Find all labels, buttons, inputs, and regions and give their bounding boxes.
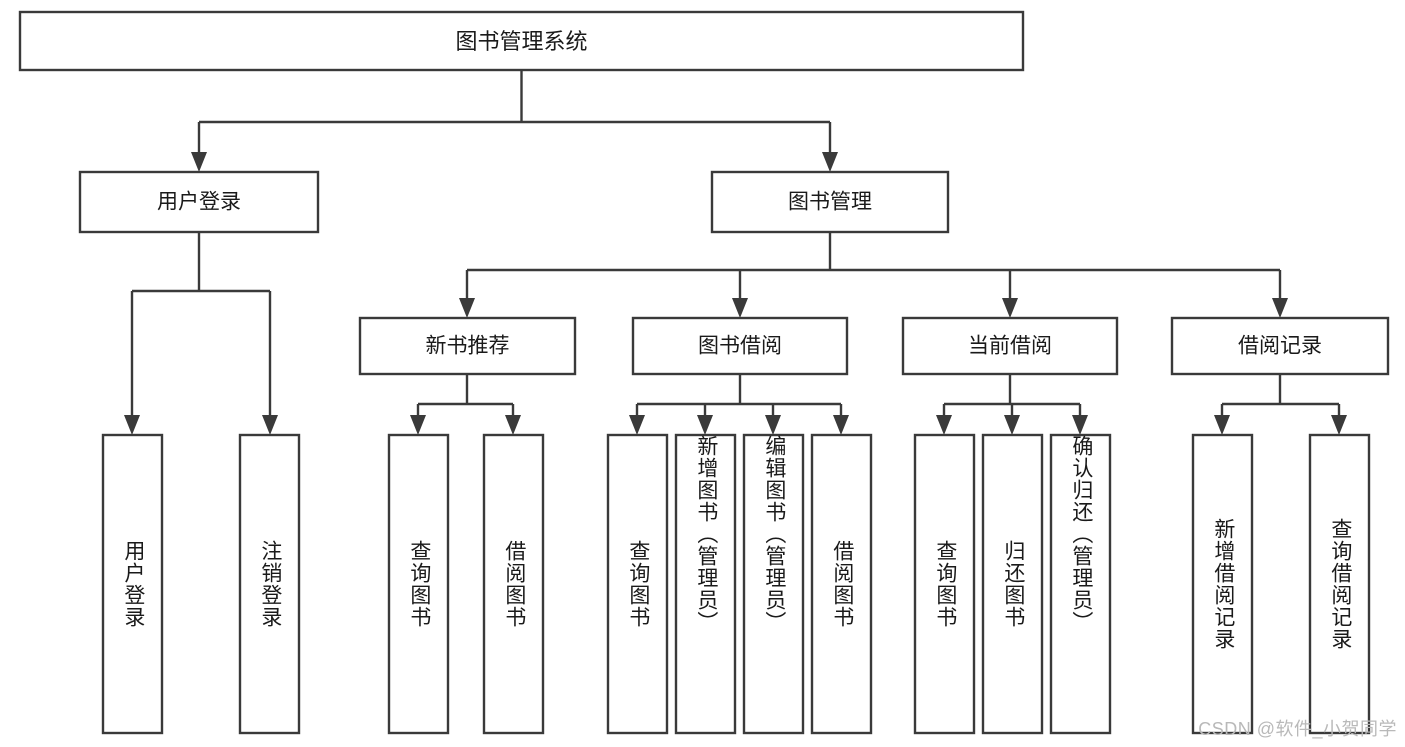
node-box-leaf-add-book-admin[interactable] bbox=[674, 433, 737, 735]
node-box-leaf-query-book-current[interactable] bbox=[913, 433, 976, 735]
node-book-management[interactable]: 图书管理 bbox=[710, 170, 950, 234]
node-label-root: 图书管理系统 bbox=[455, 29, 587, 54]
node-label-book-borrow: 图书借阅 bbox=[698, 335, 782, 358]
node-box-leaf-logout[interactable] bbox=[238, 433, 301, 735]
connector-group-user-login bbox=[124, 232, 278, 435]
arrowhead-leaf-return-book bbox=[1004, 415, 1020, 435]
node-box-current-borrow[interactable] bbox=[901, 316, 1119, 376]
node-box-leaf-user-login[interactable] bbox=[101, 433, 164, 735]
arrowhead-book-borrow bbox=[732, 298, 748, 318]
node-book-borrow[interactable]: 图书借阅 bbox=[631, 316, 849, 376]
arrowhead-user-login bbox=[191, 152, 207, 172]
node-box-borrow-record[interactable] bbox=[1170, 316, 1390, 376]
node-current-borrow[interactable]: 当前借阅 bbox=[901, 316, 1119, 376]
arrowhead-leaf-query-borrow-record bbox=[1331, 415, 1347, 435]
connector-group-root bbox=[191, 70, 838, 172]
node-root[interactable]: 图书管理系统 bbox=[18, 10, 1025, 72]
node-user-login[interactable]: 用户登录 bbox=[78, 170, 320, 234]
arrowhead-leaf-borrow-book-newbook bbox=[505, 415, 521, 435]
node-box-new-book-recommend[interactable] bbox=[358, 316, 577, 376]
node-box-leaf-borrow-book-newbook[interactable] bbox=[482, 433, 545, 735]
node-box-root[interactable] bbox=[18, 10, 1025, 72]
arrowhead-borrow-record bbox=[1272, 298, 1288, 318]
connector-group-book-management bbox=[459, 232, 1288, 318]
node-box-book-management[interactable] bbox=[710, 170, 950, 234]
connector-group-borrow-record bbox=[1214, 374, 1347, 435]
node-box-leaf-query-borrow-record[interactable] bbox=[1308, 433, 1371, 735]
arrowhead-leaf-query-book-current bbox=[936, 415, 952, 435]
node-box-leaf-confirm-return-admin[interactable] bbox=[1049, 433, 1112, 735]
node-box-leaf-add-borrow-record[interactable] bbox=[1191, 433, 1254, 735]
node-new-book-recommend[interactable]: 新书推荐 bbox=[358, 316, 577, 376]
arrowhead-leaf-query-book-borrow bbox=[629, 415, 645, 435]
node-box-leaf-edit-book-admin[interactable] bbox=[742, 433, 805, 735]
node-box-book-borrow[interactable] bbox=[631, 316, 849, 376]
node-box-leaf-query-book-borrow[interactable] bbox=[606, 433, 669, 735]
node-box-user-login[interactable] bbox=[78, 170, 320, 234]
arrowhead-leaf-user-login bbox=[124, 415, 140, 435]
arrowhead-leaf-query-book-newbook bbox=[410, 415, 426, 435]
arrowhead-leaf-add-book-admin bbox=[697, 415, 713, 435]
connector-group-current-borrow bbox=[936, 374, 1088, 435]
arrowhead-new-book-recommend bbox=[459, 298, 475, 318]
node-box-leaf-query-book-newbook[interactable] bbox=[387, 433, 450, 735]
node-label-book-management: 图书管理 bbox=[788, 191, 872, 214]
arrowhead-leaf-confirm-return-admin bbox=[1072, 415, 1088, 435]
watermark-text: CSDN @软件_小贺同学 bbox=[1198, 719, 1397, 739]
arrowhead-leaf-edit-book-admin bbox=[765, 415, 781, 435]
node-label-current-borrow: 当前借阅 bbox=[968, 335, 1052, 358]
connector-group-new-book-recommend bbox=[410, 374, 521, 435]
node-label-borrow-record: 借阅记录 bbox=[1238, 335, 1322, 358]
connector-group-book-borrow bbox=[629, 374, 849, 435]
node-label-user-login: 用户登录 bbox=[157, 191, 241, 214]
node-label-new-book-recommend: 新书推荐 bbox=[426, 335, 510, 358]
arrowhead-current-borrow bbox=[1002, 298, 1018, 318]
node-borrow-record[interactable]: 借阅记录 bbox=[1170, 316, 1390, 376]
node-box-leaf-return-book[interactable] bbox=[981, 433, 1044, 735]
arrowhead-book-management bbox=[822, 152, 838, 172]
arrowhead-leaf-add-borrow-record bbox=[1214, 415, 1230, 435]
node-box-leaf-borrow-book[interactable] bbox=[810, 433, 873, 735]
arrowhead-leaf-borrow-book bbox=[833, 415, 849, 435]
arrowhead-leaf-logout bbox=[262, 415, 278, 435]
